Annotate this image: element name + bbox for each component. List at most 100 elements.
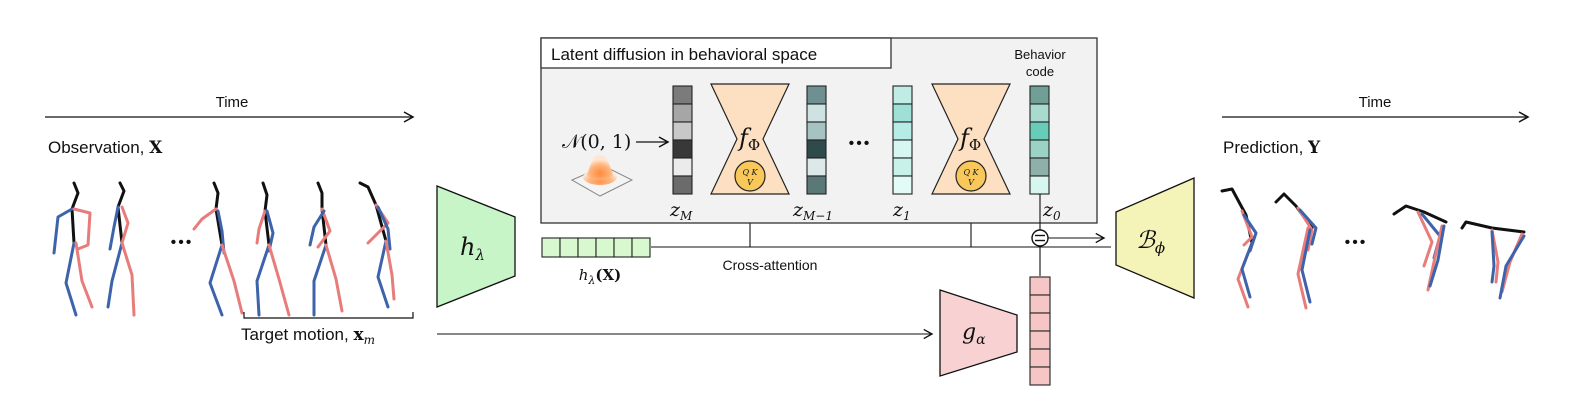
leg-left (1428, 224, 1446, 288)
arm-right (120, 205, 130, 245)
leg-right (74, 241, 94, 309)
arm-right (1296, 206, 1314, 252)
z-0-cell (1029, 157, 1050, 177)
time-label-left: Time (216, 94, 249, 111)
qkv-bottom: V (968, 178, 975, 187)
prediction-label: Prediction, Y (1223, 138, 1321, 158)
stick-figure (358, 181, 396, 309)
leg-left (312, 243, 328, 317)
f-phi-block-1: fΦQ KV (710, 83, 790, 195)
embedding-vector: hλ(X) (541, 237, 651, 287)
embedding-cell (631, 237, 651, 258)
torso-head (316, 181, 328, 247)
g-vector-cell (1029, 276, 1051, 296)
torso-head (212, 181, 224, 247)
z-m-cell (672, 157, 693, 177)
concat-node (1031, 229, 1049, 247)
torso-head (116, 181, 126, 245)
arm-left (1490, 230, 1496, 284)
z-m-cell (672, 121, 693, 141)
behavior-code-label-1: Behavior (1014, 47, 1066, 62)
torso-head (261, 181, 271, 247)
stick-figure (1220, 187, 1258, 309)
observation-skeletons (52, 181, 396, 317)
target-motion-label: Target motion, xm (241, 325, 375, 347)
embedding-cell (613, 237, 633, 258)
target-bracket (243, 312, 414, 319)
f-phi-shape (710, 83, 790, 195)
leg-right (1296, 226, 1310, 310)
z-1-cell (892, 103, 913, 123)
qkv-attention-icon (955, 160, 987, 192)
stick-figure (255, 181, 291, 317)
arm-right (1416, 210, 1434, 268)
arm-right (255, 209, 267, 245)
diffusion-title: Latent diffusion in behavioral space (551, 45, 817, 64)
vector-z-m (672, 85, 693, 195)
observation-label: Observation, X (48, 138, 163, 158)
g-vector-cell (1029, 366, 1051, 386)
leg-right (120, 241, 136, 317)
z-1-cell (892, 175, 913, 195)
qkv-attention-icon (734, 160, 766, 192)
z-m-1-cell (806, 175, 827, 195)
leg-right (324, 243, 344, 313)
leg-left (376, 239, 390, 309)
z-0-label: z0 (1042, 199, 1061, 223)
g-alpha-symbol: gα (962, 320, 986, 348)
z-m-cell (672, 103, 693, 123)
stick-figure (52, 181, 94, 317)
leg-right (384, 239, 396, 301)
z-1-cell (892, 139, 913, 159)
observation-ellipsis: ••• (171, 234, 194, 251)
z-1-cell (892, 121, 913, 141)
z-m-1-cell (806, 139, 827, 159)
f-phi-shape (931, 83, 1011, 195)
arm-right (72, 207, 92, 251)
stick-figure (1460, 220, 1526, 300)
z-0-cell (1029, 85, 1050, 105)
arm-left (1298, 208, 1318, 246)
behavior-code-label-2: code (1026, 64, 1054, 79)
qkv-bottom: V (747, 178, 754, 187)
z-1-cell (892, 157, 913, 177)
torso-head (1220, 187, 1254, 245)
arm-right (192, 207, 218, 231)
leg-left (1498, 234, 1526, 300)
embedding-cell (541, 237, 561, 258)
vector-z-m-1 (806, 85, 827, 195)
diffusion-ellipsis: ••• (849, 135, 872, 152)
leg-left (1240, 241, 1254, 299)
noise-label: 𝒩(0, 1) (562, 131, 631, 153)
z-0-cell (1029, 103, 1050, 123)
g-alpha-trapezoid (939, 289, 1018, 377)
qkv-top: Q K (742, 168, 758, 177)
embedding-label: hλ(X) (579, 266, 622, 287)
torso-head (358, 181, 388, 243)
leg-left (255, 243, 271, 317)
stick-figure (308, 181, 344, 317)
leg-left (106, 241, 124, 309)
leg-right (220, 243, 244, 315)
z-1-cell (892, 85, 913, 105)
diffusion-title-box (540, 37, 892, 69)
leg-right (1426, 224, 1444, 292)
observation-section: Time Observation, X ••• Target motion, x… (45, 94, 415, 347)
z-m-cell (672, 139, 693, 159)
z-m-1-cell (806, 103, 827, 123)
z-m-1-label: zM−1 (792, 199, 833, 223)
z-m-1-cell (806, 85, 827, 105)
stick-figure (1392, 204, 1448, 292)
g-alpha-vector (1029, 276, 1051, 386)
vector-z-1 (892, 85, 913, 195)
arm-left (108, 205, 120, 251)
time-label-right: Time (1359, 94, 1392, 111)
g-vector-cell (1029, 294, 1051, 314)
z-m-cell (672, 175, 693, 195)
torso-head (1392, 204, 1448, 224)
encoder-symbol: hλ (460, 233, 485, 264)
z-0-cell (1029, 121, 1050, 141)
g-vector-cell (1029, 330, 1051, 350)
